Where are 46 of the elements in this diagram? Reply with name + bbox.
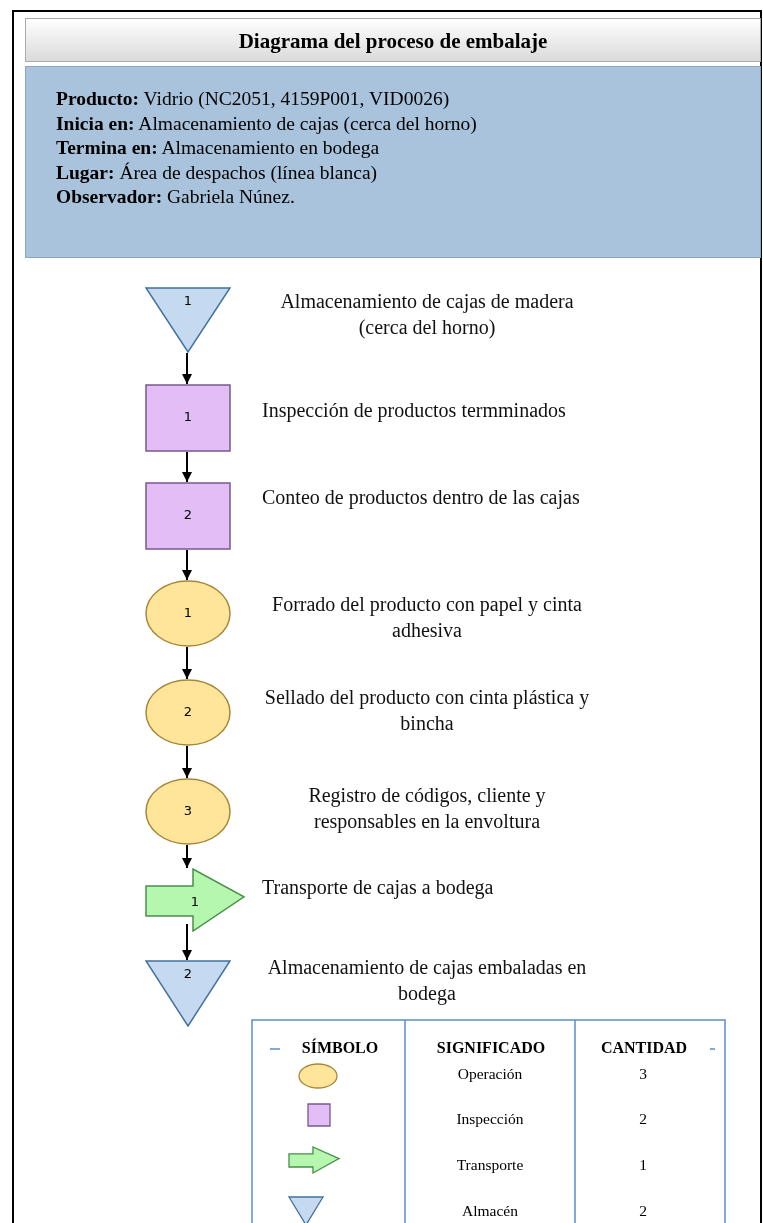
table-cell-text: Inspección <box>455 1110 525 1128</box>
step-description: Almacenamiento de cajas embaladas en bodega <box>266 955 588 1006</box>
step-description: Transporte de cajas a bodega <box>262 875 494 900</box>
step-description: Almacenamiento de cajas de madera (cerca del horno) <box>279 289 575 340</box>
transport-symbol <box>145 868 245 932</box>
operation-circle <box>145 580 231 647</box>
info-panel <box>25 66 761 258</box>
flow-arrow <box>182 646 192 680</box>
flow-arrow <box>182 352 192 385</box>
info-line: Inicia en: Almacenamiento de cajas (cerca del horno) <box>56 111 478 136</box>
flow-arrow <box>182 923 192 961</box>
info-line: Producto: Vidrio (NC2051, 4159P001, VID0026) <box>56 87 451 111</box>
title-banner: Diagrama del proceso de embalaje <box>25 18 761 62</box>
operation-circle <box>145 679 231 746</box>
info-line: Observador: Gabriela Núnez. <box>56 185 296 209</box>
table-cell-text: Operación <box>456 1065 524 1083</box>
step-number: 1 <box>182 409 194 424</box>
info-line: Termina en: Almacenamiento en bodega <box>56 136 381 160</box>
storage-triangle <box>145 960 231 1027</box>
step-number: 2 <box>182 507 194 522</box>
step-number: 1 <box>182 292 194 308</box>
step-description: Sellado del producto con cinta plástica y bincha <box>263 685 591 736</box>
step-description: Conteo de productos dentro de las cajas <box>262 485 580 510</box>
step-description: Forrado del producto con papel y cinta adhesiva <box>271 592 583 643</box>
flow-arrow <box>182 451 192 483</box>
step-number: 2 <box>182 965 194 981</box>
step-number: 2 <box>182 703 194 719</box>
step-description: Registro de códigos, cliente y responsables en la envoltura <box>307 783 547 834</box>
step-number: 1 <box>182 604 194 620</box>
flow-arrow <box>182 745 192 779</box>
table-cell-text: Almacén <box>461 1202 519 1220</box>
info-line: Lugar: Área de despachos (línea blanca) <box>56 160 379 185</box>
table-cell-text: 2 <box>638 1110 648 1128</box>
table-cell-text: 3 <box>638 1065 648 1083</box>
table-cell-text: 2 <box>638 1202 648 1220</box>
flow-arrow <box>182 844 192 869</box>
storage-triangle <box>145 287 231 353</box>
step-description: Inspección de productos termminados <box>262 398 566 423</box>
step-number: 1 <box>189 894 201 910</box>
table-cell-text: 1 <box>638 1156 648 1174</box>
step-number: 3 <box>182 802 194 818</box>
table-cell-text: Transporte <box>455 1156 525 1174</box>
inspection-square <box>145 384 231 452</box>
operation-circle <box>145 778 231 845</box>
flow-arrow <box>182 549 192 581</box>
inspection-square <box>145 482 231 550</box>
